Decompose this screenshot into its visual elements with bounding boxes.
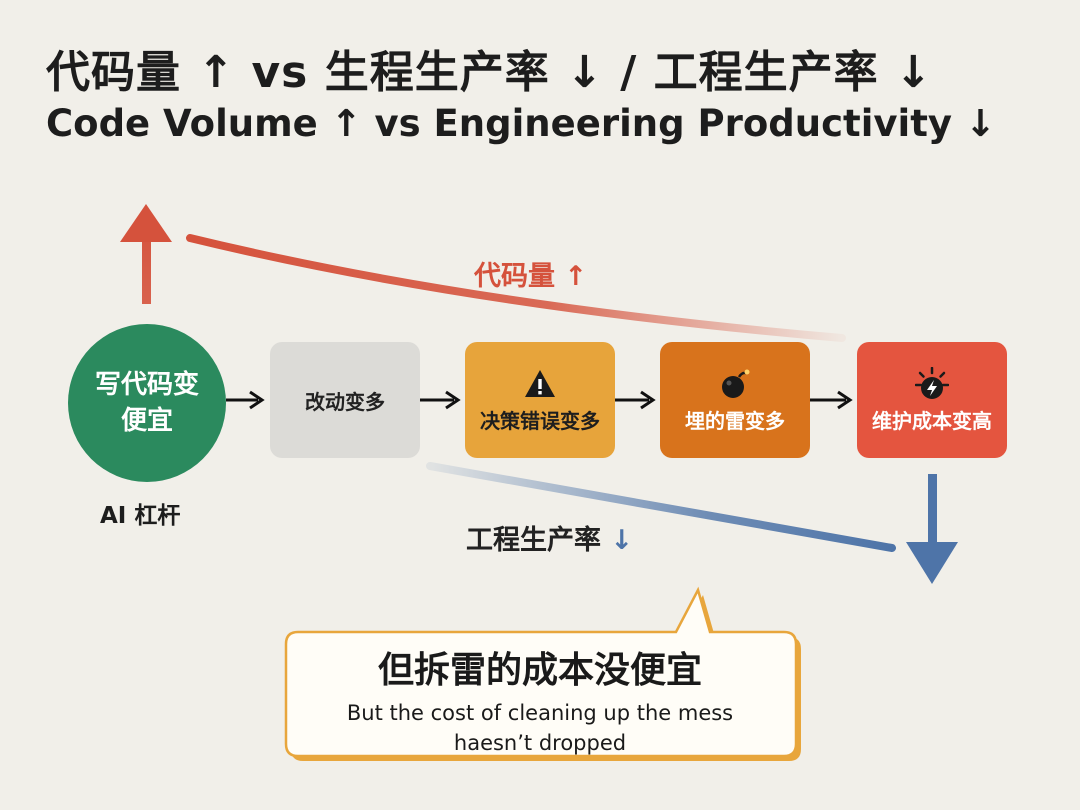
productivity-trend-label: 工程生产率 ↓ [466,518,633,557]
source-node: 写代码变便宜 [68,324,226,482]
flow-arrow-icon [226,390,265,410]
explosion-icon [915,366,949,399]
callout-chinese: 但拆雷的成本没便宜 [377,650,702,691]
bomb-icon [722,369,750,398]
callout: 但拆雷的成本没便宜 But the cost of cleaning up th… [290,646,790,756]
productivity-text: 工程生产率 [466,525,601,556]
up-arrow-icon [120,204,172,304]
step-label: 决策错误变多 [480,408,600,433]
callout-bubble-face [284,586,798,758]
code-volume-trend-label: 代码量 ↑ [474,261,588,292]
callout-english-line-1: But the cost of cleaning up the mess [346,701,734,725]
step-box-maintenance-cost: 维护成本变高 [857,342,1007,458]
source-label: 写代码变便宜 [94,370,199,436]
productivity-down-arrow: ↓ [610,525,634,556]
callout-english-line-2: haesn’t dropped [453,731,627,755]
step-box-wrong-decisions: 决策错误变多 [465,342,615,458]
title-chinese: 代码量 ↑ vs 生程生产率 ↓ / 工程生产率 ↓ [46,47,933,98]
flow-arrow-icon [420,390,461,410]
productivity-trend-line [426,462,896,552]
step-label: 埋的雷变多 [685,408,785,433]
source-caption: AI 杠杆 [100,503,181,529]
down-arrow-icon [906,474,958,584]
step-box-changes: 改动变多 [270,342,420,458]
code-volume-trend-line [186,234,846,342]
step-box-buried-mines: 埋的雷变多 [660,342,810,458]
step-label: 维护成本变高 [872,408,992,433]
flow-arrow-icon [615,390,656,410]
warning-icon [525,369,555,397]
flow-arrow-icon [810,390,853,410]
title-english: Code Volume ↑ vs Engineering Productivit… [46,102,996,145]
step-label: 改动变多 [305,389,385,414]
